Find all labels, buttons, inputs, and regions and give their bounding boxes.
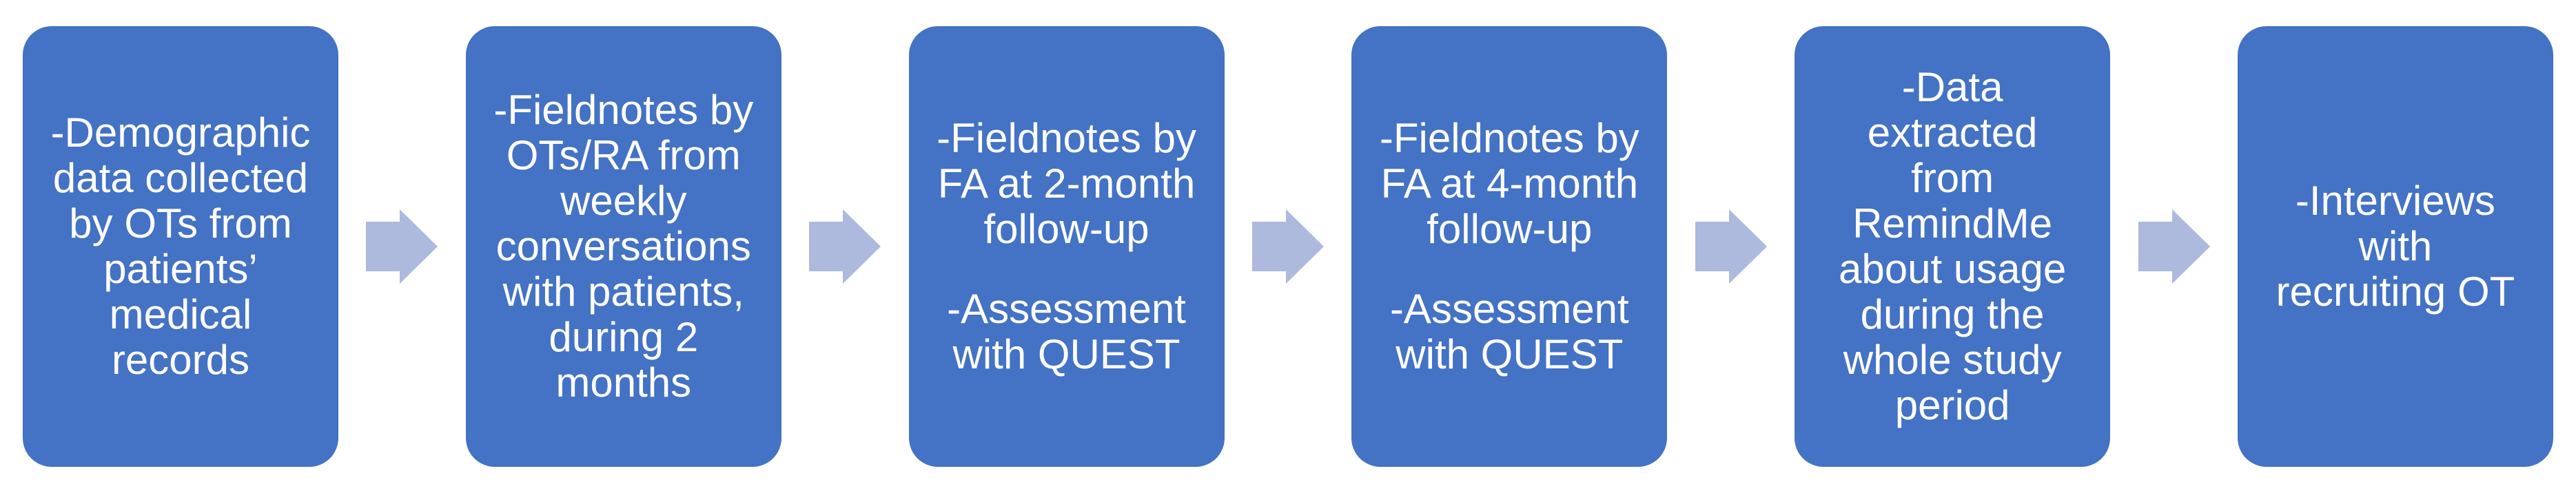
- step-2-text: -Fieldnotes by OTs/RA from weekly conver…: [493, 87, 754, 406]
- step-5-text: -Data extracted from RemindMe about usag…: [1838, 64, 2067, 428]
- process-step-3: -Fieldnotes by FA at 2-month follow-up -…: [908, 26, 1225, 467]
- right-arrow-shape: [366, 209, 438, 284]
- process-step-1: -Demographic data collected by OTs from …: [23, 26, 338, 467]
- process-step-4: -Fieldnotes by FA at 4-month follow-up -…: [1351, 26, 1668, 467]
- step-4-text-paragraph-2: -Assessment with QUEST: [1389, 286, 1629, 377]
- right-arrow-icon: [1695, 209, 1767, 284]
- step-3-text-paragraph-1: -Fieldnotes by FA at 2-month follow-up: [937, 115, 1196, 252]
- right-arrow-shape: [809, 209, 881, 284]
- right-arrow-icon: [1251, 209, 1324, 284]
- right-arrow-icon: [2138, 209, 2210, 284]
- right-arrow-icon: [366, 209, 438, 284]
- process-step-2: -Fieldnotes by OTs/RA from weekly conver…: [465, 26, 781, 467]
- right-arrow-shape: [2138, 209, 2210, 284]
- right-arrow-icon: [809, 209, 881, 284]
- process-step-6: -Interviews with recruiting OT: [2237, 26, 2553, 467]
- step-3-text-paragraph-2: -Assessment with QUEST: [947, 286, 1186, 377]
- step-6-text: -Interviews with recruiting OT: [2276, 178, 2515, 315]
- right-arrow-shape: [1251, 209, 1324, 284]
- step-4-text-paragraph-1: -Fieldnotes by FA at 4-month follow-up: [1379, 115, 1639, 252]
- step-1-text: -Demographic data collected by OTs from …: [50, 109, 311, 383]
- right-arrow-shape: [1695, 209, 1767, 284]
- process-step-5: -Data extracted from RemindMe about usag…: [1795, 26, 2111, 467]
